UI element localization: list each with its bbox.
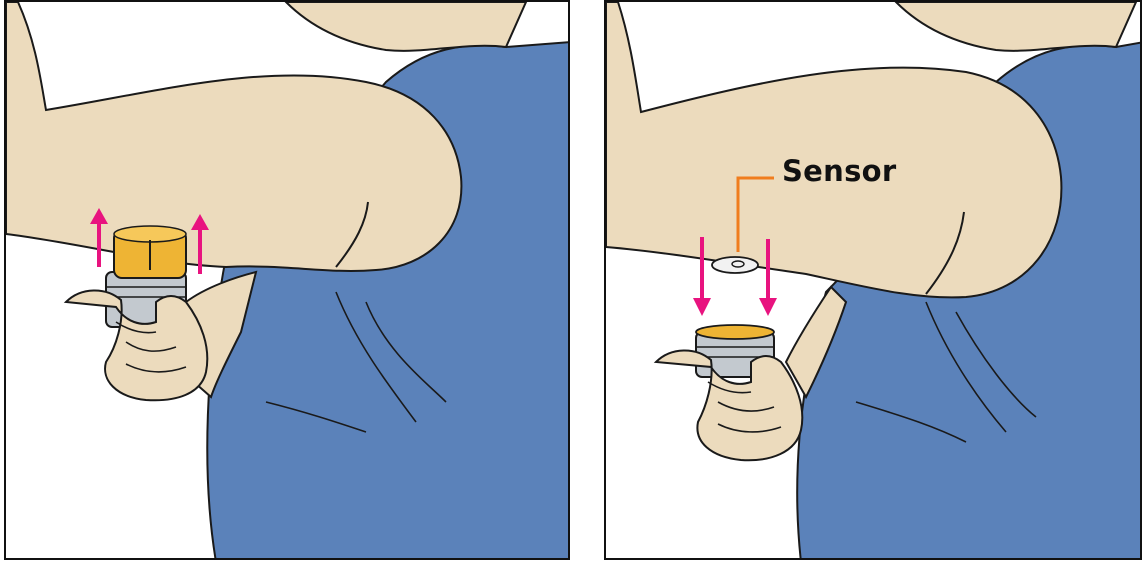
sensor	[712, 257, 758, 273]
neck	[286, 2, 526, 51]
sensor-label: Sensor	[782, 154, 897, 188]
remove-illustration	[606, 2, 1142, 560]
illustration-panel-apply	[4, 0, 570, 560]
neck	[896, 2, 1136, 51]
illustration-panel-remove: Sensor	[604, 0, 1142, 560]
apply-illustration	[6, 2, 570, 560]
